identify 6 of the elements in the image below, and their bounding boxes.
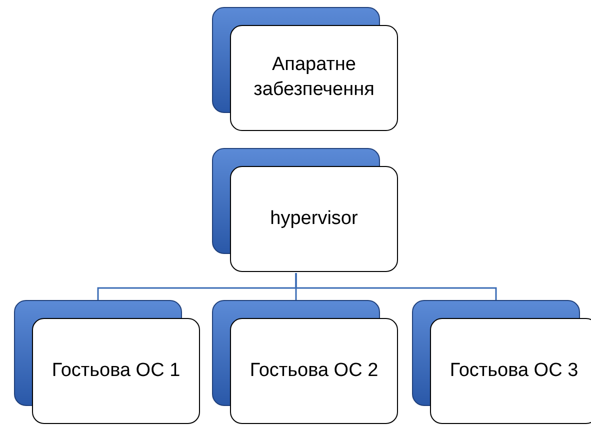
connector-line: [295, 273, 497, 300]
node-label: Гостьова ОС 2: [250, 358, 378, 383]
node-label: Апаратне забезпечення: [252, 53, 376, 102]
node-label: Гостьова ОС 3: [450, 358, 578, 383]
node-label: hypervisor: [270, 206, 358, 231]
node-label: Гостьова ОС 1: [52, 358, 180, 383]
